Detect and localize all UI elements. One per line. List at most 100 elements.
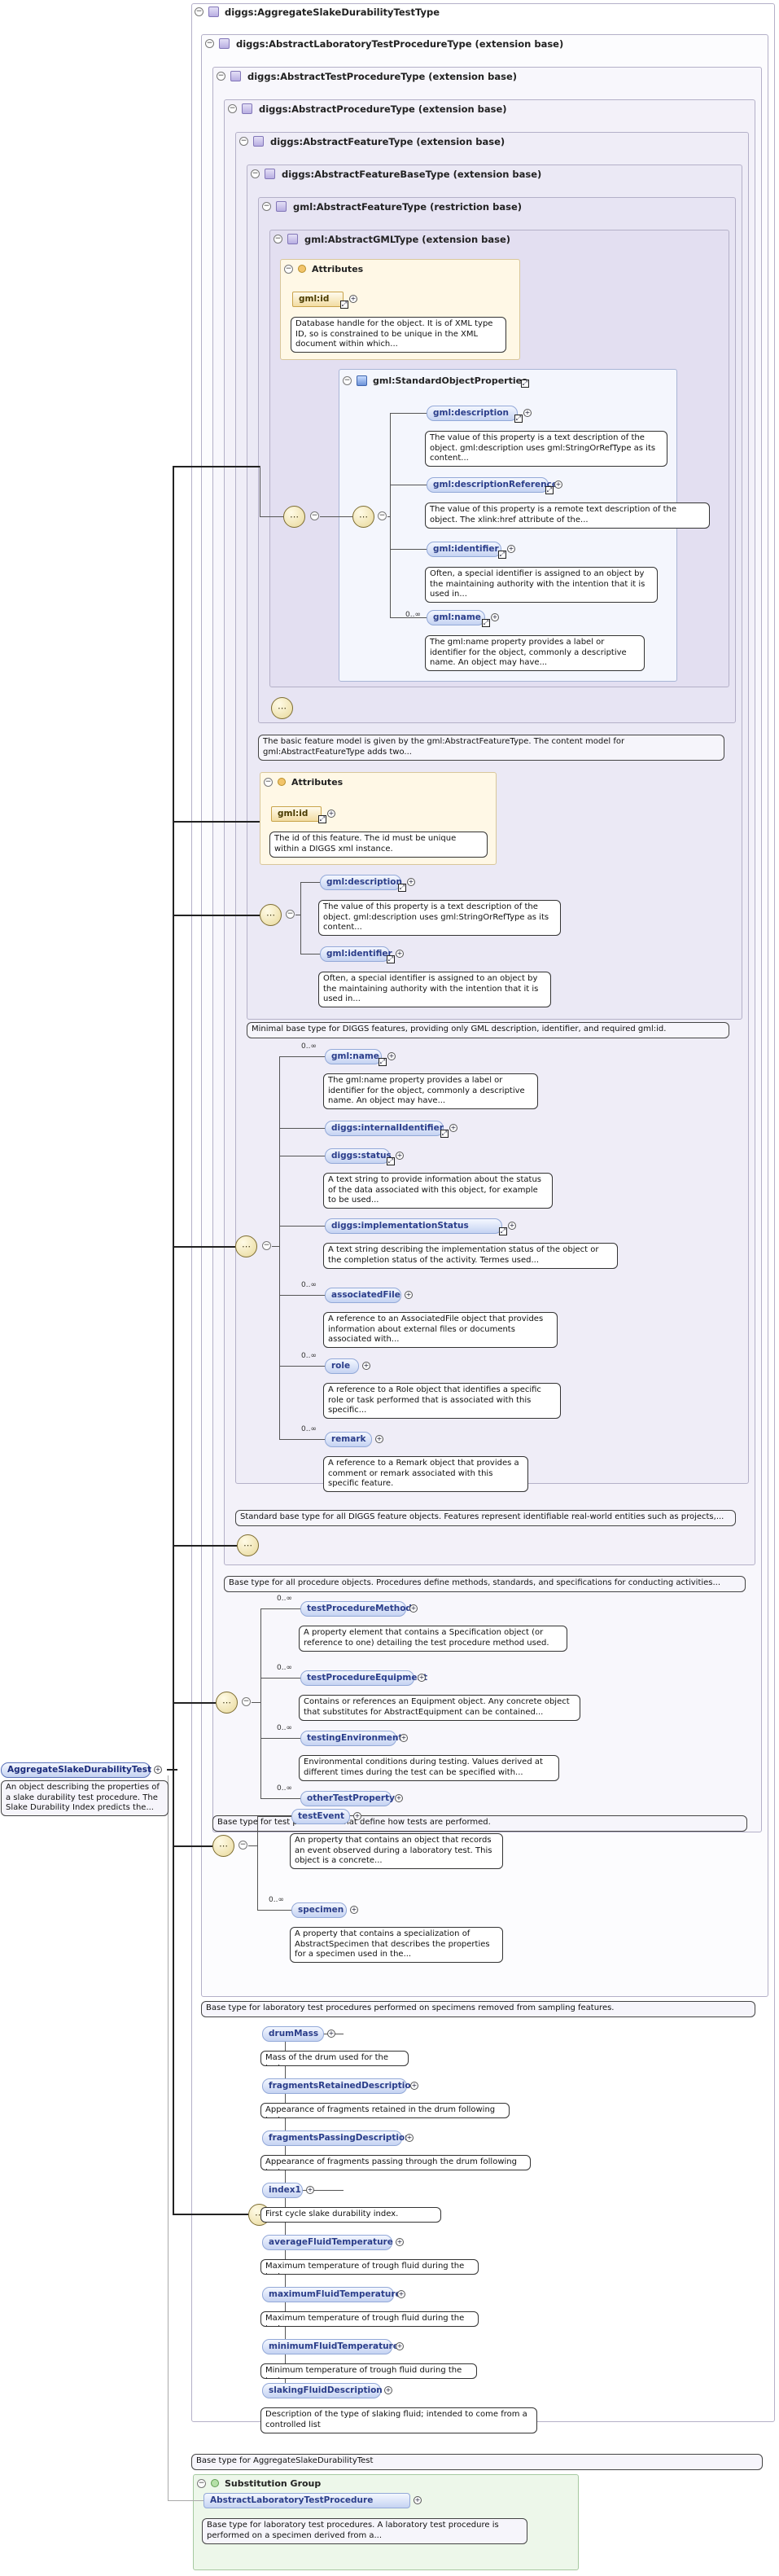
element-gml-identifier[interactable]: gml:identifier <box>320 946 392 962</box>
collapse-toggle[interactable]: − <box>239 137 248 146</box>
reference-icon[interactable]: ⤢ <box>482 619 490 627</box>
collapse-toggle[interactable]: − <box>217 72 225 81</box>
expand-icon[interactable]: + <box>384 2386 392 2394</box>
expand-icon[interactable]: + <box>362 1362 370 1370</box>
expand-icon[interactable]: + <box>554 481 562 489</box>
expand-icon[interactable]: + <box>407 878 415 886</box>
element-gml-description[interactable]: gml:description <box>427 406 518 421</box>
element-gml-name[interactable]: gml:name <box>427 610 485 625</box>
element-gml-name[interactable]: gml:name <box>325 1049 382 1064</box>
element-fragments-retained-description[interactable]: fragmentsRetainedDescription <box>262 2078 417 2094</box>
element-gml-description-reference[interactable]: gml:descriptionReference <box>427 477 558 493</box>
element-other-test-property[interactable]: otherTestProperty <box>300 1791 395 1806</box>
collapse-toggle[interactable]: − <box>242 1697 251 1706</box>
expand-icon[interactable]: + <box>405 2134 414 2142</box>
reference-icon[interactable]: ⤢ <box>387 1157 395 1165</box>
sequence-compositor-icon[interactable]: ⋯ <box>352 506 374 528</box>
collapse-toggle[interactable]: − <box>264 778 273 787</box>
expand-icon[interactable]: + <box>396 2238 404 2246</box>
sequence-compositor-icon[interactable]: ⋯ <box>283 506 305 528</box>
reference-icon[interactable]: ⤢ <box>440 1130 449 1138</box>
expand-icon[interactable]: + <box>507 545 515 553</box>
element-minimum-fluid-temperature[interactable]: minimumFluidTemperature <box>262 2339 399 2354</box>
sequence-compositor-icon[interactable]: ⋯ <box>216 1692 238 1714</box>
expand-icon[interactable]: + <box>410 2082 418 2090</box>
collapse-toggle[interactable]: − <box>284 265 293 274</box>
expand-icon[interactable]: + <box>400 1734 408 1742</box>
element-slaking-fluid-description[interactable]: slakingFluidDescription <box>262 2383 383 2398</box>
expand-icon[interactable]: + <box>397 2290 405 2298</box>
element-test-event[interactable]: testEvent <box>291 1809 350 1824</box>
collapse-toggle[interactable]: − <box>286 910 295 919</box>
element-diggs-implementation-status[interactable]: diggs:implementationStatus <box>325 1218 502 1234</box>
group-reference-icon[interactable]: ⤢ <box>521 380 529 388</box>
element-gml-description[interactable]: gml:description <box>320 875 402 890</box>
collapse-toggle[interactable]: − <box>310 511 319 520</box>
element-diggs-status[interactable]: diggs:status <box>325 1148 392 1164</box>
collapse-toggle[interactable]: − <box>262 1241 271 1250</box>
element-abstract-laboratory-test-procedure[interactable]: AbstractLaboratoryTestProcedure <box>204 2493 410 2508</box>
element-remark[interactable]: remark <box>325 1432 372 1447</box>
collapse-toggle[interactable]: − <box>205 39 214 48</box>
reference-icon[interactable]: ⤢ <box>379 1058 387 1066</box>
expand-icon[interactable]: + <box>396 1152 404 1160</box>
root-element[interactable]: AggregateSlakeDurabilityTest <box>1 1762 151 1778</box>
attribute-gml-id[interactable]: gml:id <box>271 806 322 822</box>
element-gml-identifier[interactable]: gml:identifier <box>427 542 501 557</box>
expand-icon[interactable]: + <box>306 2186 314 2194</box>
element-associated-file[interactable]: associatedFile <box>325 1288 401 1303</box>
expand-icon[interactable]: + <box>327 810 335 818</box>
reference-icon[interactable]: ⤢ <box>340 301 348 309</box>
element-test-procedure-equipment[interactable]: testProcedureEquipment <box>300 1670 427 1686</box>
element-test-procedure-method[interactable]: testProcedureMethod <box>300 1601 412 1617</box>
expand-icon[interactable]: + <box>396 2342 404 2350</box>
reference-icon[interactable]: ⤢ <box>545 486 554 494</box>
element-maximum-fluid-temperature[interactable]: maximumFluidTemperature <box>262 2287 401 2302</box>
reference-icon[interactable]: ⤢ <box>318 815 326 823</box>
element-diggs-internal-identifier[interactable]: diggs:internalIdentifier <box>325 1121 444 1136</box>
attribute-gml-id[interactable]: gml:id <box>292 292 344 307</box>
collapse-toggle[interactable]: − <box>239 1841 247 1850</box>
sequence-compositor-icon[interactable]: ⋯ <box>260 904 282 926</box>
sequence-compositor-icon[interactable]: ⋯ <box>212 1835 234 1857</box>
expand-icon[interactable]: + <box>353 1812 361 1820</box>
expand-icon[interactable]: + <box>395 1794 403 1802</box>
reference-icon[interactable]: ⤢ <box>387 955 395 963</box>
reference-icon[interactable]: ⤢ <box>514 415 523 423</box>
expand-icon[interactable]: + <box>418 1674 426 1682</box>
expand-icon[interactable]: + <box>491 613 499 621</box>
element-index1[interactable]: index1 <box>262 2183 303 2198</box>
collapse-toggle[interactable]: − <box>343 376 352 385</box>
expand-icon[interactable]: + <box>375 1435 383 1443</box>
element-fragments-passing-description[interactable]: fragmentsPassingDescription <box>262 2131 411 2146</box>
reference-icon[interactable]: ⤢ <box>498 551 506 559</box>
expand-icon[interactable]: + <box>508 1222 516 1230</box>
sequence-compositor-icon[interactable]: ⋯ <box>235 1235 257 1257</box>
element-testing-environment[interactable]: testingEnvironment <box>300 1731 403 1746</box>
expand-icon[interactable]: + <box>449 1124 457 1132</box>
expand-icon[interactable]: + <box>396 950 404 958</box>
collapse-toggle[interactable]: − <box>274 235 282 244</box>
collapse-toggle[interactable]: − <box>197 2479 206 2488</box>
collapse-toggle[interactable]: − <box>228 104 237 113</box>
expand-icon[interactable]: + <box>387 1052 396 1060</box>
element-specimen[interactable]: specimen <box>291 1902 347 1918</box>
collapse-toggle[interactable]: − <box>262 202 271 211</box>
expand-icon[interactable]: + <box>350 1906 358 1914</box>
expand-icon[interactable]: + <box>409 1604 418 1613</box>
expand-icon[interactable]: + <box>349 295 357 303</box>
expand-icon[interactable]: + <box>414 2496 422 2504</box>
element-drum-mass[interactable]: drumMass <box>262 2026 324 2042</box>
sequence-compositor-icon[interactable]: ⋯ <box>237 1534 259 1556</box>
expand-icon[interactable]: + <box>154 1766 162 1774</box>
collapse-toggle[interactable]: − <box>378 511 387 520</box>
sequence-compositor-icon[interactable]: ⋯ <box>271 697 293 719</box>
expand-icon[interactable]: + <box>523 409 532 417</box>
expand-icon[interactable]: + <box>327 2030 335 2038</box>
reference-icon[interactable]: ⤢ <box>499 1227 507 1235</box>
expand-icon[interactable]: + <box>405 1291 413 1299</box>
reference-icon[interactable]: ⤢ <box>398 884 406 892</box>
collapse-toggle[interactable]: − <box>195 7 204 16</box>
element-role[interactable]: role <box>325 1358 359 1374</box>
element-average-fluid-temperature[interactable]: averageFluidTemperature <box>262 2235 393 2250</box>
